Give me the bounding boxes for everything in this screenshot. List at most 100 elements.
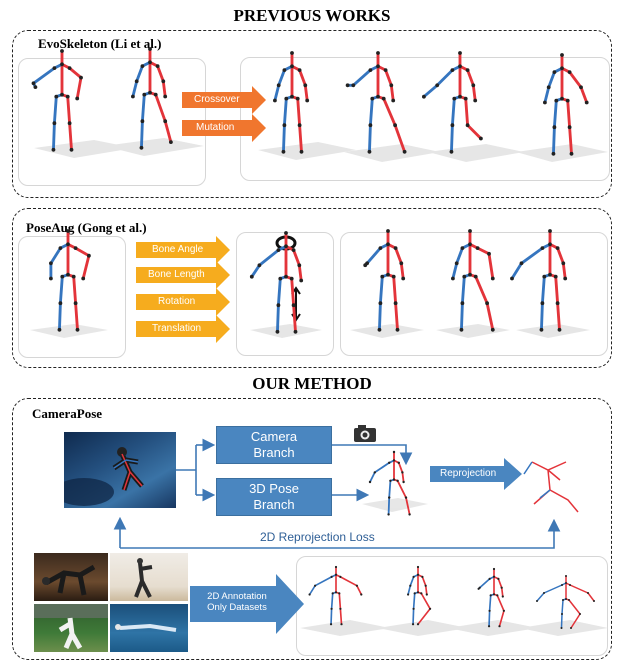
skeleton-limb [292,248,301,267]
skeleton-limb [140,119,144,150]
skeleton-limb [388,479,392,499]
skeleton-joint [370,96,375,101]
skeleton-joint [563,276,568,281]
skeleton-limb [140,93,146,123]
skeleton-joint [488,577,491,581]
skeleton-joint [412,607,415,610]
skeleton-limb [382,97,397,127]
skeleton-joint [413,592,416,595]
skeleton-joint [49,276,53,281]
skeleton-joint [163,119,168,124]
skeleton-joint [299,278,304,283]
skeleton-joint [392,478,396,481]
skeleton-limb [52,121,56,152]
skeleton-limb [296,97,302,127]
skeleton-figures [31,47,595,629]
skeleton-joint [561,613,563,615]
skeleton-limb [394,246,403,265]
skeleton-joint [543,100,547,105]
skeleton-limb [58,275,64,305]
skeleton-joint [485,301,489,306]
skeleton-limb [464,97,470,127]
skeleton-joint [568,599,570,601]
skeleton-limb [547,70,556,89]
skeleton-limb [373,461,391,474]
skeleton-limb [520,246,544,265]
skeleton-joint [383,68,388,72]
skeleton-limb [417,607,431,626]
skeleton-limb [556,246,565,265]
skeleton-joint [546,85,551,90]
skeleton-joint [148,47,152,51]
skeleton-joint [169,140,173,145]
skeleton-limb [72,275,78,305]
reprojection-arrow [430,458,522,490]
skeleton-limb [488,609,491,628]
skeleton-joint [303,83,308,88]
skeleton-limb [409,576,415,587]
skeleton-joint [290,94,294,99]
skeleton-joint [388,496,391,499]
skeleton-joint [501,595,504,598]
evoskeleton-label: EvoSkeleton (Li et al.) [38,36,162,51]
skeleton-limb [422,83,439,99]
skeleton-joint [560,66,564,71]
skeleton-joint [420,592,423,595]
skeleton-joint [489,594,492,597]
skeleton-joint [148,90,152,95]
skeleton-limb [560,613,563,629]
skeleton-joint [548,229,552,233]
skeleton-joint [273,98,277,103]
skeleton-limb [497,578,503,589]
skeleton-joint [451,276,455,281]
skeleton-limb [405,496,411,516]
skeleton-joint [51,147,56,152]
dataset-image-athlete [34,553,108,601]
skeleton-joint [378,301,383,306]
skeleton-limb [412,607,415,626]
skeleton-joint [465,68,470,72]
skeleton-limb [135,64,144,83]
skeleton-joint [492,575,496,578]
skeleton-joint [392,459,396,462]
skeleton-joint [161,79,166,84]
skeleton-joint [393,246,398,251]
skeleton-joint [490,276,495,281]
skeleton-joint [560,96,564,101]
skeleton-limb [466,123,483,140]
skeleton-joint [386,229,390,233]
skeleton-joint [579,85,583,90]
skeleton-joint [284,96,289,101]
skeleton-joint [299,149,304,154]
skeleton-joint [402,149,407,154]
skeleton-limb [74,246,91,258]
skeleton-joint [276,303,281,308]
skeleton-joint [293,329,298,334]
skeleton-limb [49,246,62,265]
skeleton-joint [540,246,545,251]
skeleton-joint [459,327,464,332]
skeleton-joint [435,83,440,88]
skeleton-limb [579,85,589,104]
skeleton-limb [552,99,558,129]
skeleton-joint [425,593,428,596]
skeleton-joint [376,64,380,69]
skeleton-joint [60,92,64,97]
skeleton-limb [81,254,91,280]
skeleton-joint [334,573,338,576]
skeleton-joint [284,244,288,249]
skeleton-joint [377,327,382,332]
skeleton-joint [565,598,567,600]
skeleton-joint [395,327,400,332]
skeleton-joint [308,593,311,596]
skeleton-joint [584,100,589,105]
skeleton-joint [450,68,455,72]
skeleton-joint [536,600,538,602]
skeleton-joint [281,149,286,154]
skeleton-joint [289,276,294,281]
skeleton-joint [276,83,281,88]
skeleton-joint [487,251,491,256]
skeleton-joint [31,81,36,86]
skeleton-limb [378,301,382,332]
skeleton-limb [276,277,282,307]
